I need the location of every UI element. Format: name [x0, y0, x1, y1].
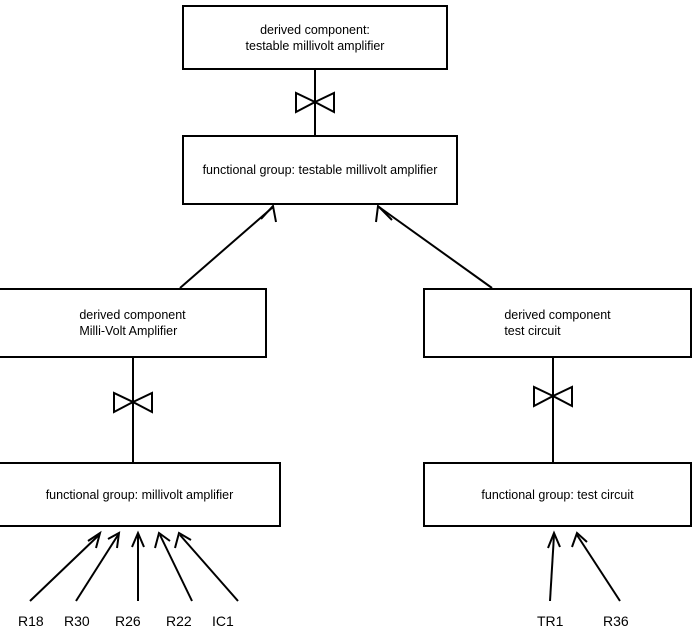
pin-line-r18	[29, 534, 100, 602]
pin-line-r22	[159, 534, 193, 602]
pin-label-r18: R18	[18, 613, 44, 629]
node-label: functional group: testable millivolt amp…	[202, 163, 438, 177]
edge-right-derived-to-top-fg	[378, 206, 493, 289]
arrowhead-r22	[154, 531, 171, 549]
pin-label-r26: R26	[115, 613, 141, 629]
pin-arrows-right-fg	[547, 530, 621, 602]
arrowhead-r36	[571, 531, 588, 548]
arrowhead-r26	[131, 530, 145, 548]
bowtie-connector-top	[295, 91, 335, 114]
bowtie-connector-right	[533, 385, 573, 408]
node-label: derived component Milli-Volt Amplifier	[79, 308, 186, 338]
edge-left-derived-to-top-fg	[179, 206, 274, 289]
pin-label-ic1: IC1	[212, 613, 234, 629]
bowtie-connector-left	[113, 391, 153, 414]
arrowhead-right-to-top-fg	[375, 203, 393, 223]
arrowhead-r30	[107, 531, 121, 549]
arrowhead-ic1	[174, 531, 192, 549]
node-functional-group-test-circuit[interactable]: functional group: test circuit	[423, 462, 692, 527]
node-derived-component-testable-millivolt-amplifier[interactable]: derived component: testable millivolt am…	[182, 5, 448, 70]
arrowhead-tr1	[547, 530, 561, 549]
pin-line-r36	[576, 534, 621, 602]
node-derived-component-test-circuit[interactable]: derived component test circuit	[423, 288, 692, 358]
pin-arrows-left-fg	[29, 530, 239, 602]
arrowhead-left-to-top-fg	[260, 203, 277, 223]
pin-line-r30	[75, 534, 119, 602]
pin-line-ic1	[179, 534, 239, 602]
pin-label-r22: R22	[166, 613, 192, 629]
pin-line-tr1	[549, 534, 555, 602]
node-functional-group-testable-millivolt-amplifier[interactable]: functional group: testable millivolt amp…	[182, 135, 458, 205]
pin-label-tr1: TR1	[537, 613, 564, 629]
node-derived-component-milli-volt-amplifier[interactable]: derived component Milli-Volt Amplifier	[0, 288, 267, 358]
node-functional-group-millivolt-amplifier[interactable]: functional group: millivolt amplifier	[0, 462, 281, 527]
pin-label-r36: R36	[603, 613, 629, 629]
arrowhead-r18	[87, 530, 102, 549]
node-label: functional group: millivolt amplifier	[45, 487, 234, 502]
node-label: functional group: test circuit	[481, 487, 634, 502]
node-label: derived component test circuit	[504, 308, 611, 338]
pin-label-r30: R30	[64, 613, 90, 629]
node-label: derived component: testable millivolt am…	[245, 22, 385, 53]
